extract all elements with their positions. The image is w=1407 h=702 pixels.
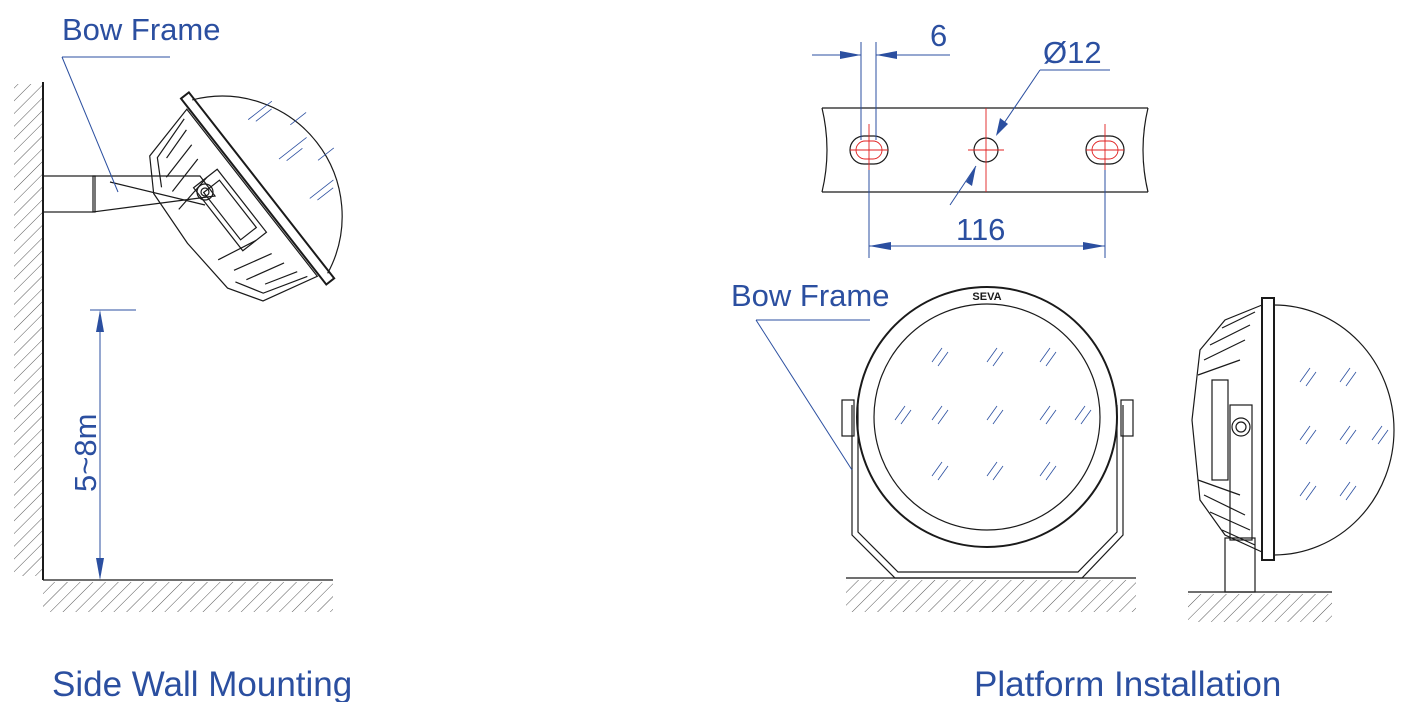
slot-spacing-label: 116 (956, 212, 1005, 247)
bow-frame-leader-left (61, 56, 170, 193)
glass-reflection-marks (894, 347, 1092, 481)
slot-width-dimension (812, 42, 950, 140)
platform-front-view: SEVA (755, 286, 1136, 612)
brand-mark: SEVA (972, 291, 1001, 303)
slot-width-label: 6 (930, 18, 947, 53)
slot-left (849, 124, 889, 176)
hole-diameter-label: Ø12 (1043, 35, 1102, 70)
wall (14, 82, 44, 580)
floodlight-side-tilted (149, 90, 343, 302)
bow-frame-label-left: Bow Frame (62, 12, 220, 47)
wall-bracket-arm (42, 175, 217, 213)
caption-side-wall-mounting: Side Wall Mounting (52, 665, 352, 702)
height-range-label: 5~8m (68, 414, 103, 492)
slot-spacing-dimension (868, 170, 1106, 258)
caption-platform-installation: Platform Installation (974, 665, 1281, 702)
bow-frame-leader-right (755, 319, 870, 471)
platform-side-view (1188, 297, 1395, 622)
floor-left (43, 579, 333, 612)
height-dimension (90, 309, 136, 580)
hole-diameter-leader (949, 69, 1110, 206)
side-wall-mounting-view: Bow Frame 5~8m (14, 12, 343, 612)
slot-right (1085, 124, 1125, 176)
mounting-slot-detail: 6 Ø12 116 (812, 18, 1149, 258)
bow-frame-label-right: Bow Frame (731, 278, 889, 313)
slot-center-hole (968, 108, 1004, 192)
